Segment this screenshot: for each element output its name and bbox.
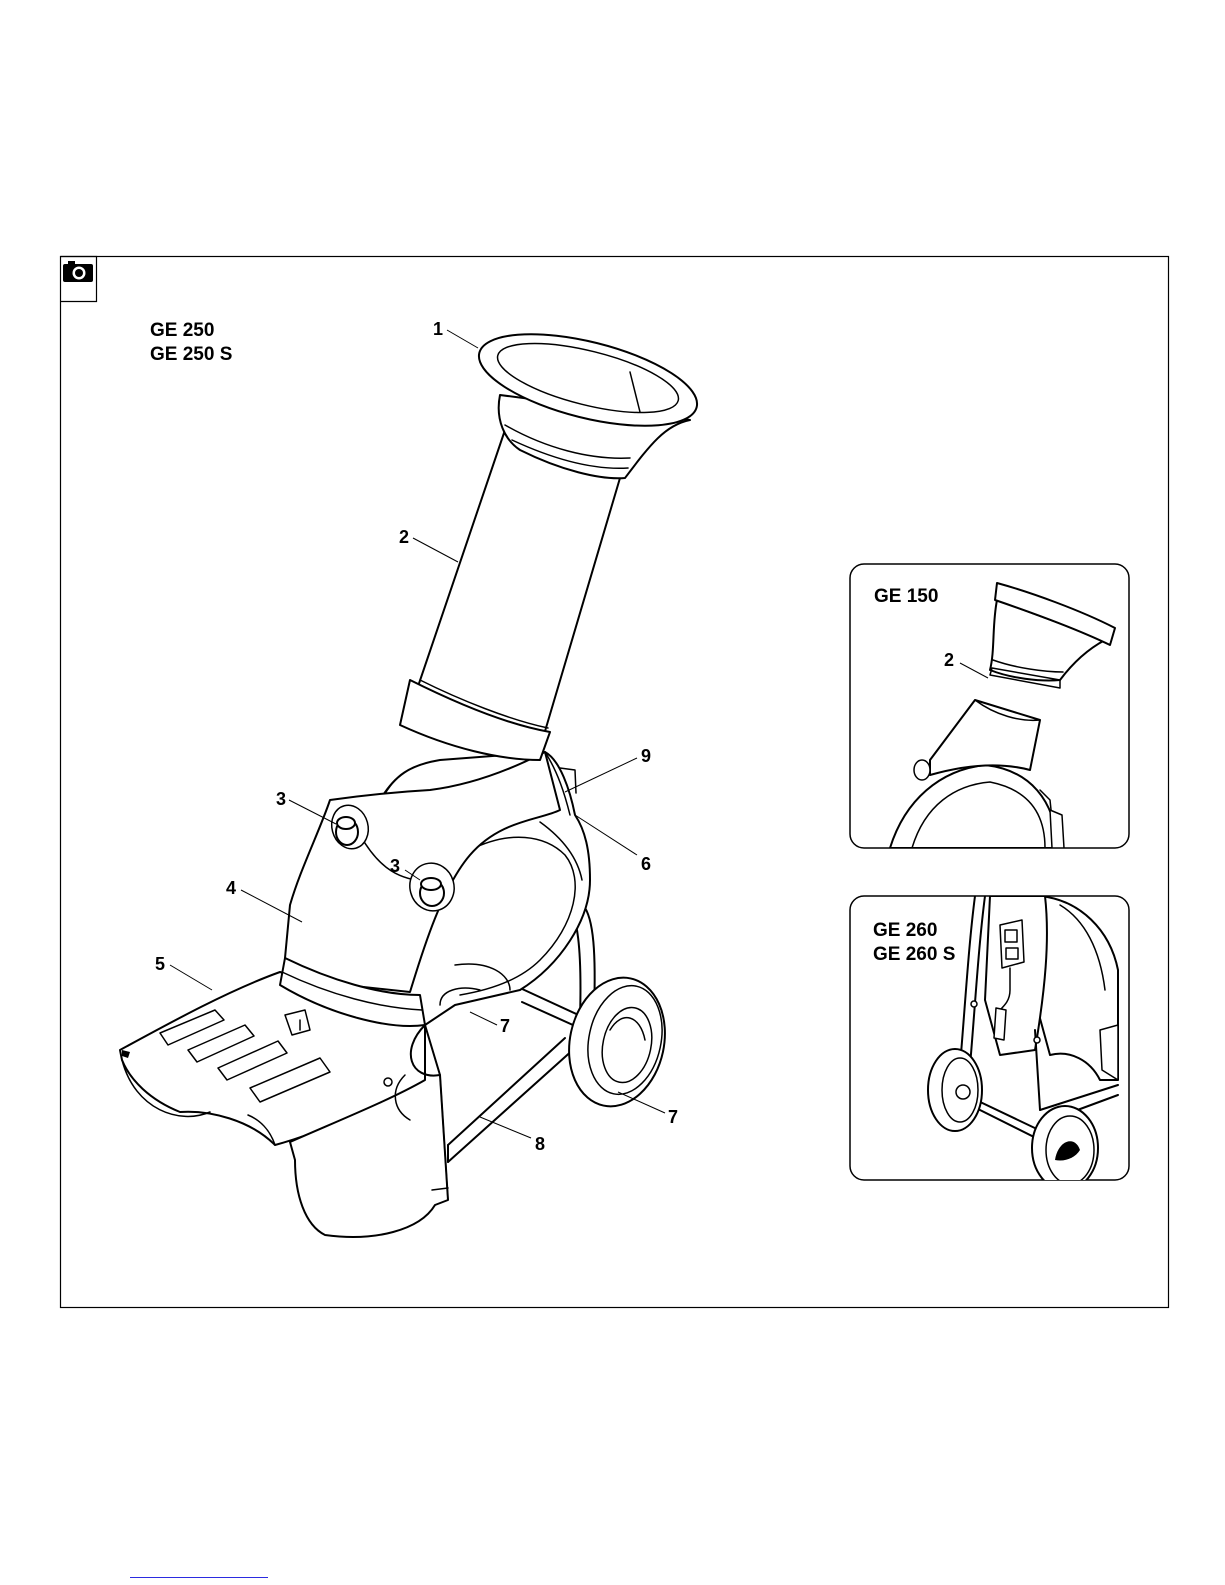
callout-7-wheel: 7 <box>668 1107 678 1127</box>
footer-link-underline[interactable] <box>130 1577 268 1578</box>
feed-tube <box>400 430 620 760</box>
callout-2: 2 <box>399 527 409 547</box>
model-label-line-1: GE 250 <box>150 320 214 341</box>
shredder-illustration <box>120 316 706 1237</box>
wheel-right <box>558 969 677 1116</box>
inset-ge260-model-label-line-1: GE 260 <box>873 920 937 941</box>
callout-1: 1 <box>433 319 443 339</box>
inset-ge260-model-label-line-2: GE 260 S <box>873 944 955 965</box>
callout-4: 4 <box>226 878 236 898</box>
inset-ge150-callout-2: 2 <box>944 650 954 670</box>
callout-8: 8 <box>535 1134 545 1154</box>
callout-3-upper: 3 <box>276 789 286 809</box>
callout-7-inner: 7 <box>500 1016 510 1036</box>
callout-6: 6 <box>641 854 651 874</box>
inset-ge150-model-label: GE 150 <box>874 586 938 607</box>
model-label-line-2: GE 250 S <box>150 344 232 365</box>
callout-5: 5 <box>155 954 165 974</box>
callout-9: 9 <box>641 746 651 766</box>
callout-3-lower: 3 <box>390 856 400 876</box>
camera-icon <box>61 257 97 302</box>
